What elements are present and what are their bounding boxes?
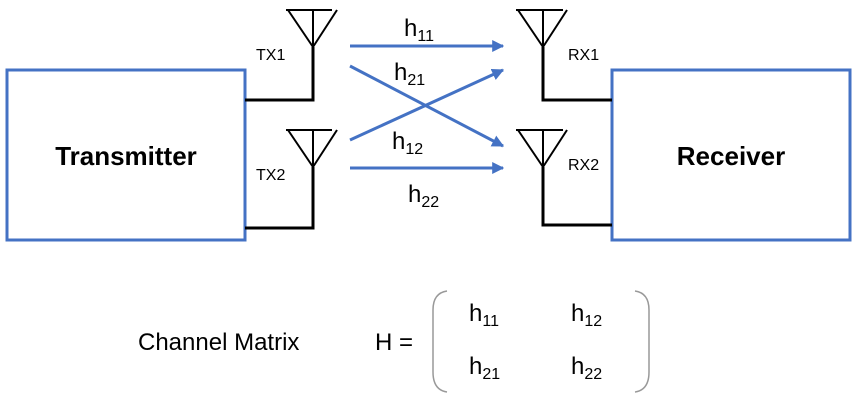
link-h22-label: h22 <box>408 181 439 211</box>
tx1-antenna: TX1 <box>245 9 338 102</box>
matrix-entry-h21: h21 <box>469 353 500 383</box>
tx2-feed-line <box>245 167 315 230</box>
channel-matrix-label: Channel Matrix <box>138 329 299 356</box>
rx1-antenna: RX1 <box>516 9 612 102</box>
transmitter-label: Transmitter <box>55 141 197 171</box>
rx2-antenna: RX2 <box>516 129 612 227</box>
matrix-left-bracket <box>432 290 448 393</box>
rx2-feed-line <box>541 167 612 227</box>
link-h21-label: h21 <box>394 59 425 89</box>
matrix-right-bracket <box>634 290 650 393</box>
matrix-entry-h12: h12 <box>571 300 602 330</box>
link-h12-arrow <box>349 68 505 142</box>
antenna-icon <box>516 129 568 169</box>
receiver-label: Receiver <box>677 141 785 171</box>
receiver-block: Receiver <box>610 68 852 242</box>
tx1-label: TX1 <box>256 47 285 64</box>
transmitter-box <box>5 68 247 242</box>
matrix-entry-h11: h11 <box>469 300 499 330</box>
rx1-feed-line <box>541 47 612 102</box>
tx2-antenna: TX2 <box>245 129 338 230</box>
antenna-icon <box>286 9 338 49</box>
link-h12-label: h12 <box>392 128 423 158</box>
channel-matrix: Channel Matrix H = h11 h12 h21 h22 <box>138 290 650 393</box>
rx2-label: RX2 <box>568 157 599 174</box>
receiver-box <box>610 68 852 242</box>
antenna-icon <box>286 129 338 169</box>
rx1-label: RX1 <box>568 47 599 64</box>
matrix-entry-h22: h22 <box>571 353 602 383</box>
tx2-label: TX2 <box>256 167 285 184</box>
transmitter-block: Transmitter <box>5 68 247 242</box>
tx1-feed-line <box>245 47 315 102</box>
matrix-symbol: H = <box>375 329 413 356</box>
antenna-icon <box>516 9 568 49</box>
link-h11-label: h11 <box>404 15 434 45</box>
